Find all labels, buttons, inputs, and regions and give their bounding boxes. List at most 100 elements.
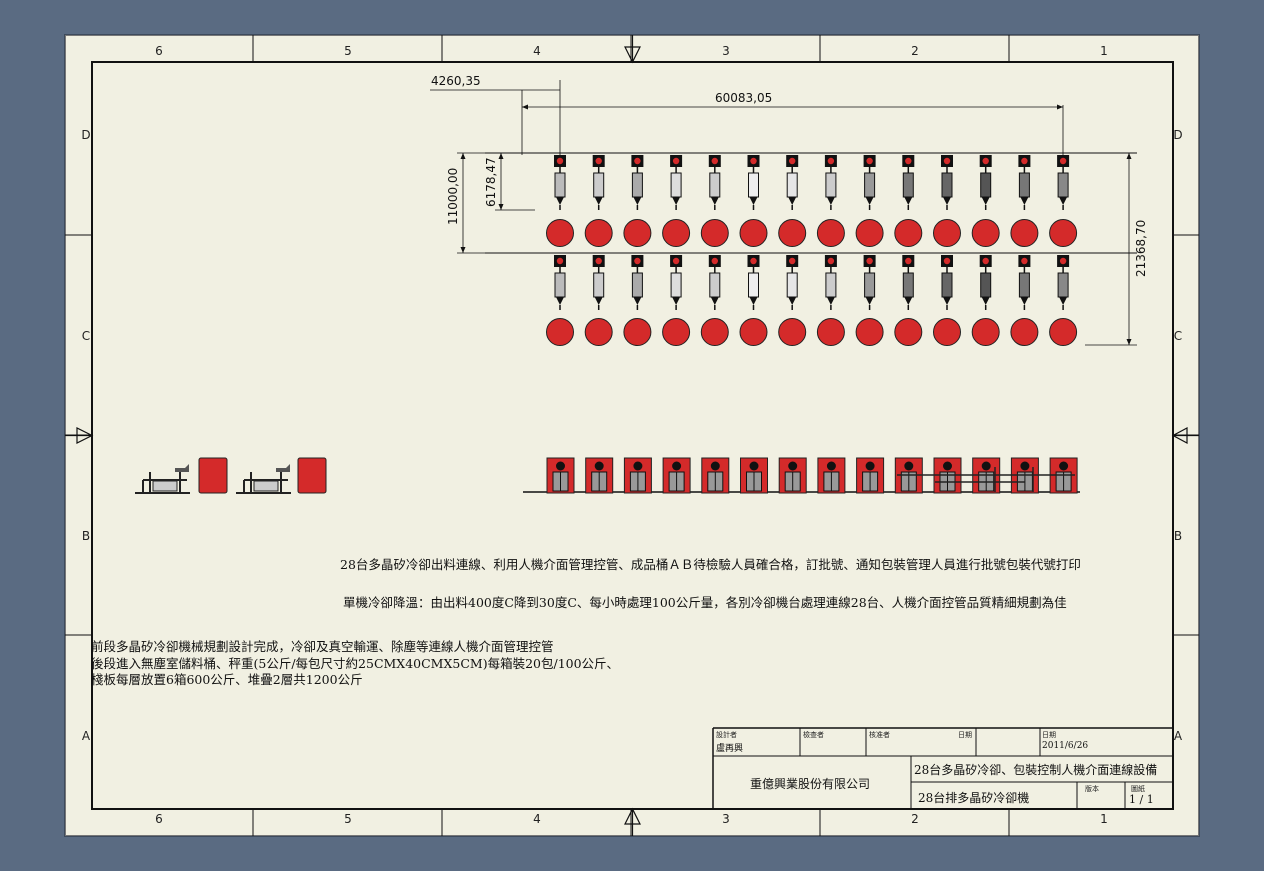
- cooling-tank: [778, 318, 807, 346]
- feeder-core: [1059, 157, 1067, 165]
- feeder-outlet: [1020, 297, 1029, 305]
- cooler-top-valve: [710, 461, 720, 471]
- feeder-core: [750, 257, 757, 265]
- note-left-3: 棧板每層放置6箱600公斤、堆疊2層共1200公斤: [91, 672, 363, 687]
- cooling-tank: [894, 318, 923, 346]
- feeder-core: [866, 257, 873, 265]
- cooling-tank: [816, 219, 845, 247]
- feeder-body: [864, 172, 876, 198]
- cooling-tank: [584, 318, 613, 346]
- feeder-body: [786, 172, 798, 198]
- feeder-outlet: [943, 297, 951, 305]
- feeder-body: [902, 272, 914, 298]
- feeder-outlet: [556, 297, 564, 305]
- dim-4260: 4260,35: [431, 74, 481, 88]
- feeder-core: [711, 257, 718, 265]
- feeder-outlet: [788, 197, 797, 205]
- elevation-cooler-unit: [546, 457, 575, 494]
- designer-label: 設計者: [716, 731, 737, 739]
- zone-col-bottom: 1: [1100, 812, 1108, 826]
- zone-row-right: B: [1174, 529, 1182, 543]
- feeder-unit: [1018, 155, 1031, 210]
- cooling-tank: [546, 219, 574, 247]
- feeder-unit: [863, 255, 876, 310]
- dim-arrow: [460, 247, 466, 253]
- feeder-outlet: [788, 297, 797, 305]
- feeder-body: [593, 272, 605, 298]
- note-line-2: 單機冷卻降溫：由出料400度C降到30度C、每小時處理100公斤量，各別冷卻機台…: [343, 595, 1067, 610]
- cooling-tank: [623, 219, 652, 247]
- zone-col-bottom: 2: [911, 812, 919, 826]
- feeder-body: [786, 272, 798, 298]
- cooling-tank: [971, 318, 1000, 346]
- checker-label: 檢查者: [803, 731, 824, 739]
- feeder-core: [943, 157, 951, 165]
- elevation-cooler-unit: [856, 457, 885, 494]
- feeder-outlet: [826, 197, 835, 205]
- feeder-unit: [902, 155, 915, 210]
- feeder-outlet: [594, 197, 603, 205]
- cooling-tank: [1010, 219, 1039, 247]
- feeder-outlet: [710, 297, 719, 305]
- feeder-body: [1057, 272, 1069, 298]
- feeder-core: [905, 257, 912, 265]
- feeder-core: [672, 257, 680, 265]
- feeder-outlet: [1059, 197, 1068, 205]
- cooling-tank: [623, 318, 652, 346]
- dim-arrow: [460, 153, 466, 159]
- note-left-2: 後段進入無塵室儲料桶、秤重(5公斤/每包尺寸約25CMX40CMX5CM)每箱裝…: [91, 656, 620, 671]
- title-block-grid: [712, 727, 1173, 809]
- feeder-unit: [941, 255, 953, 310]
- drawing-subtitle: 28台排多晶矽冷卻機: [918, 791, 1030, 805]
- feeder-body: [554, 172, 566, 198]
- zone-row-left: A: [82, 729, 91, 743]
- feeder-body: [1057, 172, 1069, 198]
- packing-machine: [236, 464, 291, 494]
- version-label: 版本: [1085, 785, 1099, 793]
- feeder-outlet: [943, 197, 951, 205]
- dim-21368: 21368,70: [1134, 220, 1148, 277]
- zone-col-bottom: 6: [155, 812, 163, 826]
- cooling-tank: [933, 318, 961, 346]
- packer-feeder: [276, 464, 290, 472]
- approver-label: 核准者: [869, 731, 890, 739]
- sheet-number: 1 / 1: [1129, 793, 1154, 806]
- cooler-top-valve: [749, 461, 759, 471]
- feeder-outlet: [865, 297, 874, 305]
- dim-6178: 6178,47: [484, 157, 498, 207]
- zone-col-top: 4: [533, 44, 541, 58]
- feeder-body: [748, 172, 759, 198]
- zone-row-left: D: [81, 128, 90, 142]
- zone-col-top: 2: [911, 44, 919, 58]
- zone-row-right: A: [1174, 729, 1183, 743]
- feeder-unit: [631, 255, 644, 310]
- dim-arrow: [1126, 339, 1132, 345]
- feeder-body: [980, 272, 992, 298]
- feeder-core: [827, 157, 835, 165]
- company-name: 重億興業股份有限公司: [750, 777, 871, 791]
- elevation-cooler-unit: [662, 457, 691, 494]
- feeder-body: [825, 272, 837, 298]
- cooling-tank: [778, 219, 807, 247]
- cooler-top-valve: [633, 461, 643, 471]
- sheet-label: 圖紙: [1131, 785, 1145, 793]
- center-mark-left: [65, 427, 94, 444]
- feeder-outlet: [594, 297, 603, 305]
- dim-arrow: [1126, 153, 1132, 159]
- feeder-outlet: [749, 197, 758, 205]
- feeder-outlet: [865, 197, 874, 205]
- feeder-core: [556, 257, 564, 265]
- dim-11000: 11000,00: [446, 168, 460, 225]
- feeder-unit: [979, 255, 992, 310]
- elevation-cooler-unit: [740, 457, 768, 494]
- feeder-core: [672, 157, 680, 165]
- cooling-tank: [662, 219, 691, 247]
- cooling-tank: [700, 219, 729, 247]
- cooling-tank: [739, 318, 768, 346]
- feeder-unit: [786, 255, 799, 310]
- zone-col-top: 5: [344, 44, 352, 58]
- feeder-unit: [631, 155, 644, 210]
- feeder-core: [982, 157, 989, 165]
